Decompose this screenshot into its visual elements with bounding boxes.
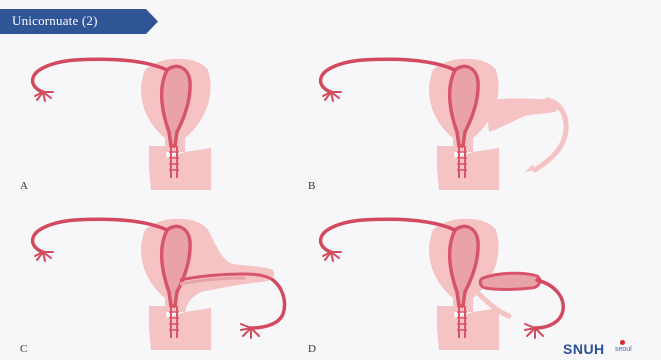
snuh-logo: SNUH seoul xyxy=(563,340,661,360)
logo-dot xyxy=(620,340,625,345)
panel-c-label: C xyxy=(20,343,27,355)
title-tab: Unicornuate (2) xyxy=(0,9,158,34)
panel-b: B xyxy=(303,40,581,190)
panel-a: A xyxy=(15,40,293,190)
diagram-c xyxy=(15,200,293,350)
panel-b-label: B xyxy=(308,180,315,192)
panel-a-label: A xyxy=(20,180,28,192)
diagram-a xyxy=(15,40,293,190)
panel-c: C xyxy=(15,200,293,350)
diagram-b xyxy=(303,40,581,190)
panel-d-label: D xyxy=(308,343,316,355)
slide-title: Unicornuate (2) xyxy=(12,13,98,29)
logo-text: SNUH xyxy=(563,341,605,357)
diagram-d xyxy=(303,200,581,350)
logo-subtext: seoul xyxy=(615,346,632,353)
panel-d: D xyxy=(303,200,581,350)
